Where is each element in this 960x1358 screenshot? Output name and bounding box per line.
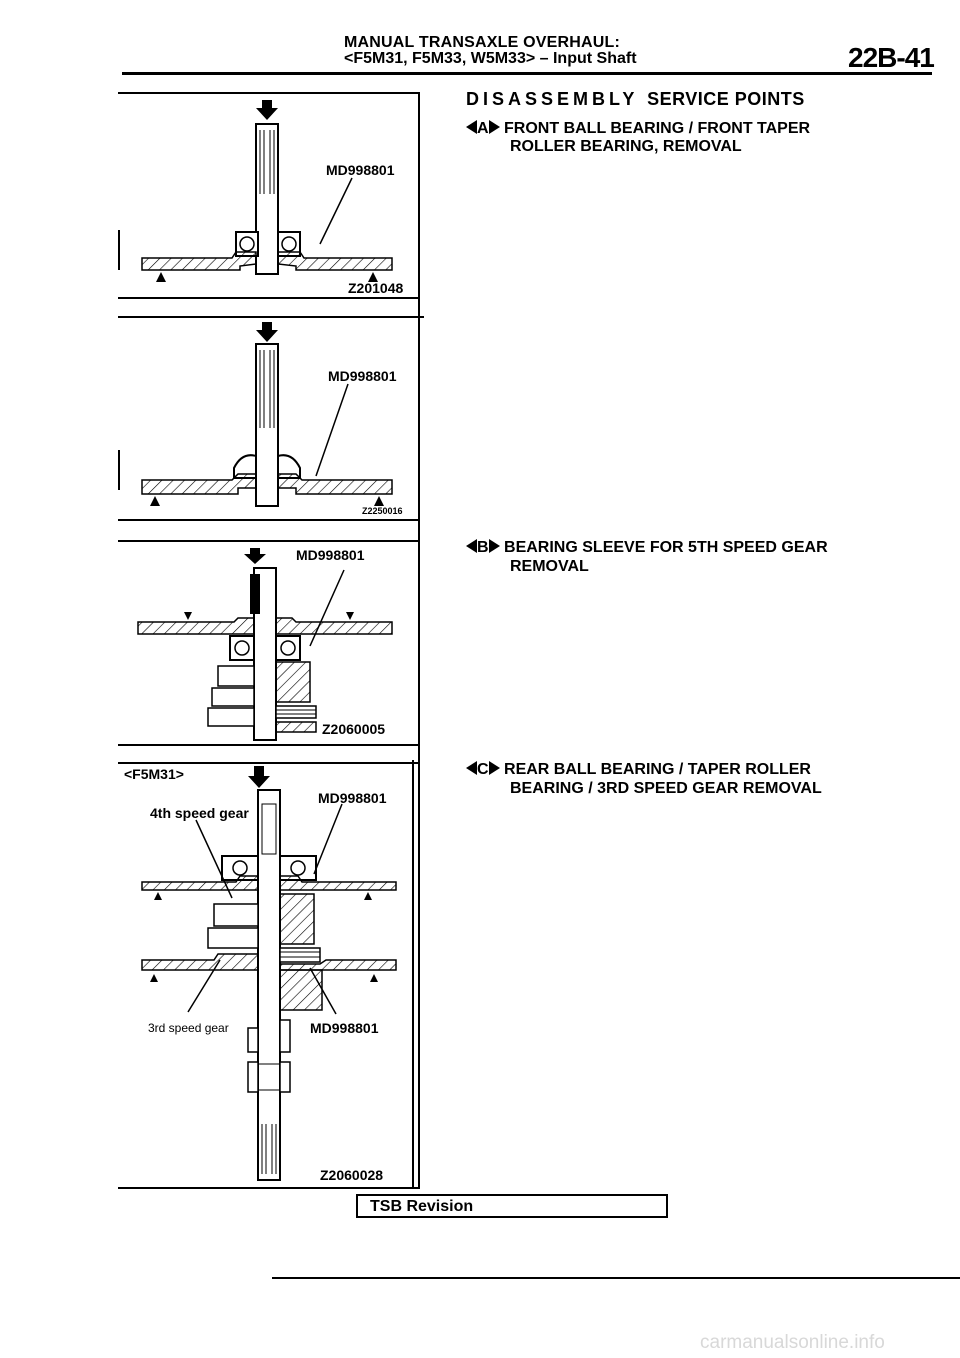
support-triangle-icon [184, 612, 192, 620]
service-point-c-line2: BEARING / 3RD SPEED GEAR REMOVAL [510, 780, 822, 797]
press-arrow-icon [244, 548, 266, 564]
press-arrow-icon [256, 100, 278, 120]
support-triangle-icon [364, 892, 372, 900]
figure-2-code: Z2250016 [362, 506, 403, 516]
support-triangle-icon [154, 892, 162, 900]
left-triangle-icon [466, 539, 477, 553]
figure1-top-border [118, 92, 420, 94]
section-title: DISASSEMBLY SERVICE POINTS [466, 89, 805, 110]
header-subtitle: <F5M31, F5M33, W5M33> – Input Shaft [344, 50, 637, 67]
figure-4-part-label-top: 4th speed gear [150, 805, 249, 821]
figure-4-tool-label-top: MD998801 [318, 790, 387, 806]
figure-3-code: Z2060005 [322, 721, 386, 737]
footer-rule [272, 1277, 960, 1279]
figure-3-tool-label: MD998801 [296, 547, 365, 563]
figure-4-model-label: <F5M31> [124, 766, 184, 782]
figure-2-tool-label: MD998801 [328, 368, 397, 384]
figure-divider [118, 316, 424, 318]
service-point-b-line2: REMOVAL [510, 558, 589, 575]
service-point-code: C [477, 761, 489, 778]
figure-3-diagram [137, 548, 393, 741]
support-triangle-icon [368, 272, 378, 282]
service-point-b: B BEARING SLEEVE FOR 5TH SPEED GEAR [466, 538, 828, 557]
page-number: 22B-41 [848, 42, 935, 73]
support-triangle-icon [156, 272, 166, 282]
right-triangle-icon [488, 120, 500, 134]
figure-1-tool-label: MD998801 [326, 162, 395, 178]
support-triangle-icon [370, 974, 378, 982]
service-point-line1: FRONT BALL BEARING / FRONT TAPER [504, 120, 811, 137]
service-point-line1: BEARING SLEEVE FOR 5TH SPEED GEAR [504, 539, 828, 556]
figure-divider [118, 519, 420, 521]
figure-1-diagram [141, 100, 393, 282]
section-title-tail: SERVICE POINTS [647, 89, 805, 109]
figure-divider [118, 744, 420, 746]
figure-column-right-border [418, 92, 420, 1189]
figure-4-code: Z2060028 [320, 1167, 384, 1183]
figure4-inner-border [412, 760, 414, 1187]
support-triangle-icon [346, 612, 354, 620]
section-title-spaced: DISASSEMBLY [466, 89, 639, 109]
tsb-revision-label: TSB Revision [370, 1198, 474, 1215]
left-triangle-icon [466, 120, 477, 134]
figure-divider [118, 297, 420, 299]
figure-4-part-label-bottom: 3rd speed gear [148, 1021, 229, 1035]
figure-divider [118, 762, 420, 764]
support-triangle-icon [150, 496, 160, 506]
support-triangle-icon [374, 496, 384, 506]
figure-4-diagram [141, 766, 397, 1181]
right-triangle-icon [488, 539, 500, 553]
figure2-left-tick [118, 450, 120, 490]
service-point-c: C REAR BALL BEARING / TAPER ROLLER [466, 760, 811, 779]
press-arrow-icon [248, 766, 270, 788]
service-point-a-line2: ROLLER BEARING, REMOVAL [510, 138, 742, 155]
service-point-code: B [477, 539, 489, 556]
right-triangle-icon [488, 761, 500, 775]
figure-divider [118, 540, 420, 542]
figure-4-tool-label-bottom: MD998801 [310, 1020, 379, 1036]
header-rule [122, 72, 932, 75]
service-point-a: A FRONT BALL BEARING / FRONT TAPER [466, 119, 810, 138]
figure-bottom-border [118, 1187, 420, 1189]
service-point-code: A [477, 120, 489, 137]
watermark: carmanualsonline.info [700, 1332, 885, 1353]
figure1-left-tick [118, 230, 120, 270]
header-title: MANUAL TRANSAXLE OVERHAUL: [344, 34, 621, 51]
support-triangle-icon [150, 974, 158, 982]
service-point-line1: REAR BALL BEARING / TAPER ROLLER [504, 761, 811, 778]
figure-1-code: Z201048 [348, 280, 404, 296]
tsb-revision-box [356, 1194, 668, 1218]
figure-2-diagram [141, 322, 393, 507]
press-arrow-icon [256, 322, 278, 342]
left-triangle-icon [466, 761, 477, 775]
